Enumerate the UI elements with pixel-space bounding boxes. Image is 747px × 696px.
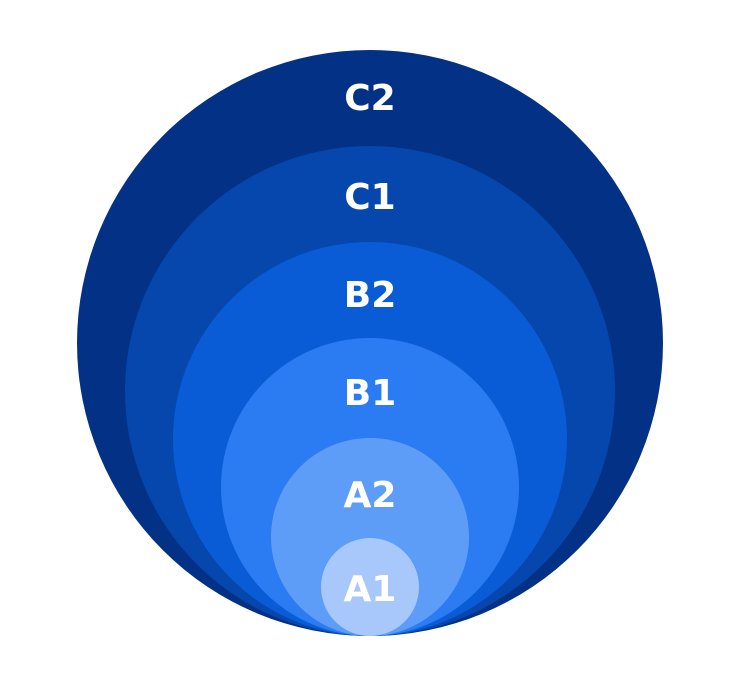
level-label-c1: C1 — [344, 177, 395, 218]
level-label-b1: B1 — [344, 373, 397, 414]
level-label-c2: C2 — [344, 78, 395, 119]
level-label-b2: B2 — [344, 275, 397, 316]
level-circle-a1 — [321, 538, 419, 636]
level-label-a2: A2 — [344, 475, 397, 516]
level-circle-a2 — [271, 438, 469, 636]
level-label-a1: A1 — [344, 569, 397, 610]
